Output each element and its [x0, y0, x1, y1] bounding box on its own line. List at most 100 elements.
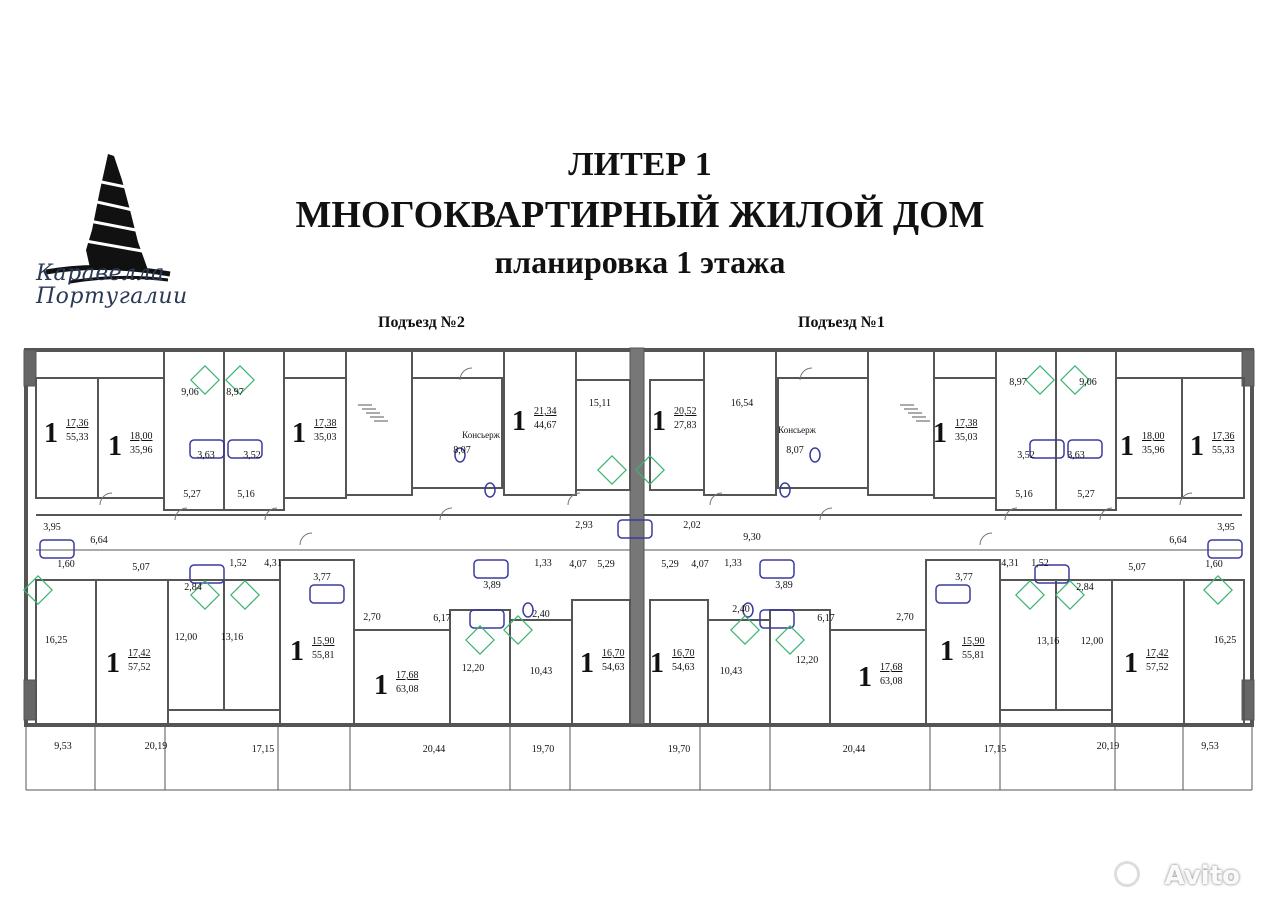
- room-area-label: 12,00: [1081, 636, 1104, 647]
- bathtub-icon: [309, 584, 345, 604]
- apartment-total-area: 35,96: [130, 445, 153, 456]
- room-area-label: 1,52: [1031, 558, 1049, 569]
- door-swing: [1099, 507, 1113, 521]
- apartment-living-area: 18,00: [130, 431, 153, 442]
- apartment-living-area: 17,42: [1146, 648, 1169, 659]
- vent-icon: [775, 625, 805, 655]
- apartment-living-area: 16,70: [672, 648, 695, 659]
- apartment-rooms: 1: [933, 418, 947, 449]
- toilet-icon: [522, 602, 534, 618]
- vent-icon: [23, 575, 53, 605]
- room-area-label: 10,43: [530, 666, 553, 677]
- room-area-label: 8,97: [1009, 377, 1027, 388]
- apartment-rooms: 1: [1120, 431, 1134, 462]
- wall: [995, 349, 1057, 511]
- wall: [1055, 349, 1117, 511]
- room-area-label: 10,43: [720, 666, 743, 677]
- bathtub-icon: [1207, 539, 1243, 559]
- loggia-area-label: 17,15: [984, 744, 1007, 755]
- apartment-rooms: 1: [652, 406, 666, 437]
- vent-icon: [1060, 365, 1090, 395]
- door-swing: [709, 492, 723, 506]
- apartment-living-area: 16,70: [602, 648, 625, 659]
- room-area-label: 3,77: [955, 572, 973, 583]
- room-area-label: 5,16: [237, 489, 255, 500]
- toilet-icon: [779, 482, 791, 498]
- room-area-label: 4,07: [691, 559, 709, 570]
- avito-logo-icon: [1114, 861, 1140, 887]
- wall: [1183, 579, 1245, 726]
- room-area-label: 15,11: [589, 398, 611, 409]
- wall: [777, 377, 869, 489]
- room-area-label: 12,00: [175, 632, 198, 643]
- loggia-area-label: 20,19: [145, 741, 168, 752]
- door-swing: [979, 532, 993, 546]
- apartment-living-area: 17,42: [128, 648, 151, 659]
- apartment-total-area: 44,67: [534, 420, 557, 431]
- room-area-label: 13,16: [1037, 636, 1060, 647]
- room-area-label: 16,25: [45, 635, 68, 646]
- room-area-label: 12,20: [462, 663, 485, 674]
- room-area-label: 1,60: [1205, 559, 1223, 570]
- sailboat-logo-icon: [45, 154, 171, 284]
- room-area-label: 5,29: [661, 559, 679, 570]
- vent-icon: [503, 615, 533, 645]
- vent-icon: [190, 580, 220, 610]
- room-area-label: 16,54: [731, 398, 754, 409]
- room-area-label: 9,06: [181, 387, 199, 398]
- apartment-rooms: 1: [650, 648, 664, 679]
- bathtub-icon: [1034, 564, 1070, 584]
- door-swing: [819, 507, 833, 521]
- wall: [649, 599, 709, 726]
- room-area-label: 1,52: [229, 558, 247, 569]
- logo-text: Каравелла Португалии: [36, 262, 188, 308]
- room-area-label: 3,52: [1017, 450, 1035, 461]
- vent-icon: [225, 365, 255, 395]
- room-area-label: 2,93: [575, 520, 593, 531]
- room-area-label: 3,77: [313, 572, 331, 583]
- apartment-total-area: 55,33: [1212, 445, 1235, 456]
- apartment-rooms: 1: [290, 636, 304, 667]
- vent-icon: [465, 625, 495, 655]
- wall: [575, 379, 631, 491]
- room-area-label: 5,16: [1015, 489, 1033, 500]
- room-area-label: 9,06: [1079, 377, 1097, 388]
- apartment-rooms: 1: [858, 662, 872, 693]
- apartment-total-area: 54,63: [672, 662, 695, 673]
- apartment-total-area: 57,52: [128, 662, 151, 673]
- wall: [649, 379, 705, 491]
- loggia-area-label: 9,53: [1201, 741, 1219, 752]
- room-area-label: 3,63: [1067, 450, 1085, 461]
- plan-walls: [23, 347, 1255, 791]
- wall: [867, 349, 935, 496]
- room-area-label: 1,33: [534, 558, 552, 569]
- logo-line-2: Португалии: [36, 284, 188, 309]
- bathtub-icon: [617, 519, 653, 539]
- room-area-label: 4,07: [569, 559, 587, 570]
- room-area-label: 2,40: [532, 609, 550, 620]
- room-area-label: 5,27: [1077, 489, 1095, 500]
- apartment-rooms: 1: [106, 648, 120, 679]
- room-area-label: 2,02: [683, 520, 701, 531]
- room-area-label: 6,17: [433, 613, 451, 624]
- room-area-label: 8,97: [226, 387, 244, 398]
- apartment-living-area: 21,34: [534, 406, 557, 417]
- plan-fixtures: [23, 365, 1243, 655]
- apartment-total-area: 55,81: [312, 650, 335, 661]
- apartment-rooms: 1: [44, 418, 58, 449]
- door-swing: [799, 367, 813, 381]
- room-area-label: 12,20: [796, 655, 819, 666]
- apartment-total-area: 63,08: [880, 676, 903, 687]
- bathtub-icon: [1067, 439, 1103, 459]
- room-area-label: 5,07: [1128, 562, 1146, 573]
- room-area-label: 5,29: [597, 559, 615, 570]
- apartment-rooms: 1: [512, 406, 526, 437]
- room-area-label: 8,07: [453, 445, 471, 456]
- apartment-living-area: 18,00: [1142, 431, 1165, 442]
- door-swing: [174, 507, 188, 521]
- room-area-label: 3,95: [1217, 522, 1235, 533]
- apartment-rooms: 1: [1190, 431, 1204, 462]
- bathtub-icon: [759, 559, 795, 579]
